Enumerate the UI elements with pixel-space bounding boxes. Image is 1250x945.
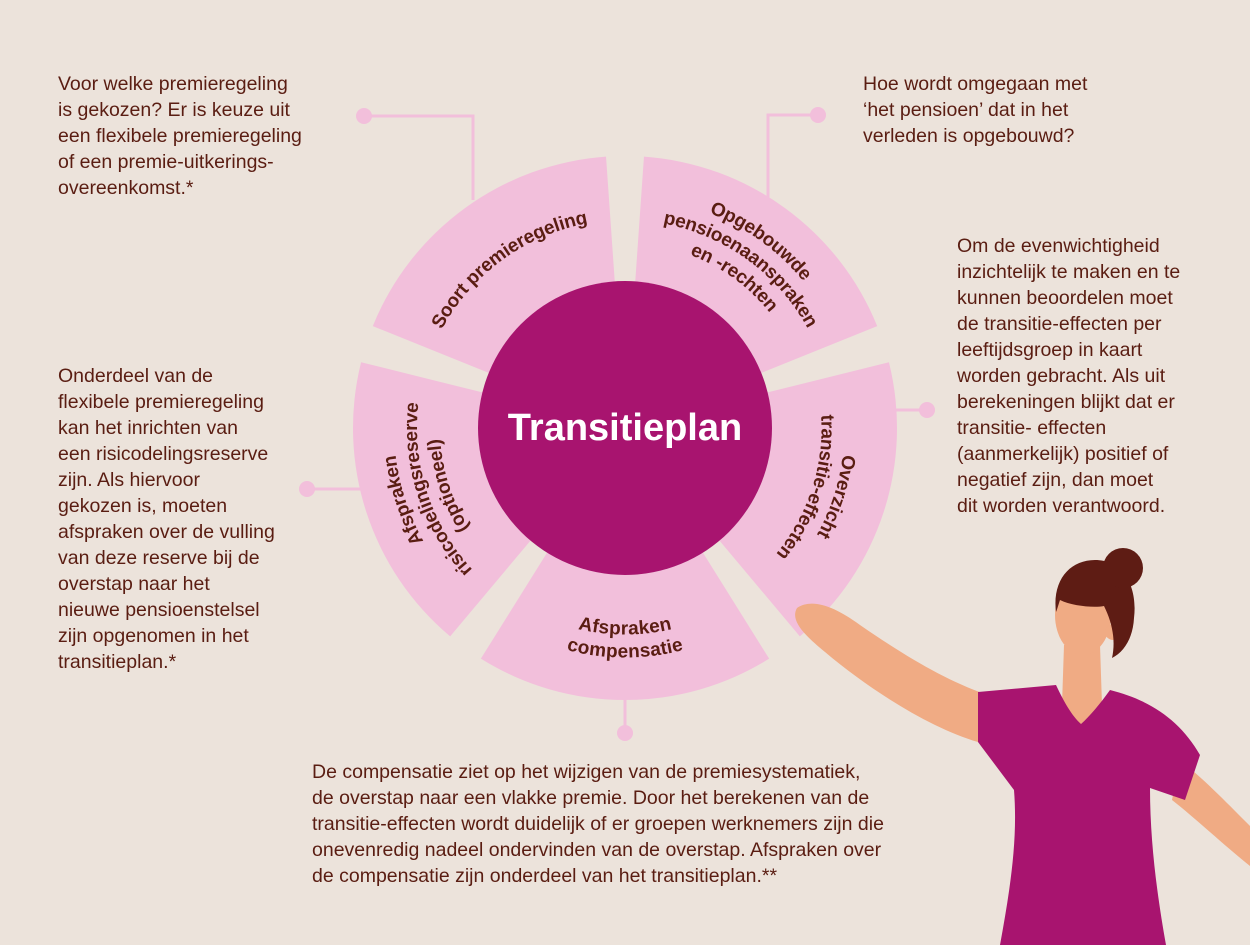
connector-top-right (766, 113, 818, 200)
presenter-dress (978, 685, 1200, 945)
connector-dot-top-left (356, 108, 372, 124)
segment-overzicht (719, 362, 897, 637)
segment-opgebouwde (635, 156, 878, 373)
segment-risicodeling (353, 362, 531, 637)
presenter-neck (1062, 645, 1102, 725)
segment-compensatie (480, 552, 770, 700)
connector-dots (299, 107, 935, 741)
segment-soort (372, 156, 615, 373)
connector-dot-right (919, 402, 935, 418)
presenter-arm-right (1172, 760, 1250, 866)
connector-dot-bottom (617, 725, 633, 741)
description-opgebouwde-aanspraken: Hoe wordt omgegaan met ‘het pensioen’ da… (863, 73, 1088, 147)
description-soort-premieregeling: Voor welke premieregeling is gekozen? Er… (58, 73, 302, 199)
description-risicodelingsreserve: Onderdeel van de flexibele premieregelin… (58, 365, 275, 673)
presenter-arm-left (795, 603, 985, 742)
description-overzicht-transitie-effecten: Om de evenwichtigheid inzichtelijk te ma… (957, 235, 1181, 517)
connector-top-left (364, 114, 475, 200)
presenter-illustration (795, 548, 1250, 945)
center-circle (478, 281, 772, 575)
connector-dot-left (299, 481, 315, 497)
center-title: Transitieplan (508, 407, 742, 449)
description-compensatie: De compensatie ziet op het wijzigen van … (312, 761, 884, 887)
connector-dot-top-right (810, 107, 826, 123)
presenter-hair-bun (1103, 548, 1143, 588)
